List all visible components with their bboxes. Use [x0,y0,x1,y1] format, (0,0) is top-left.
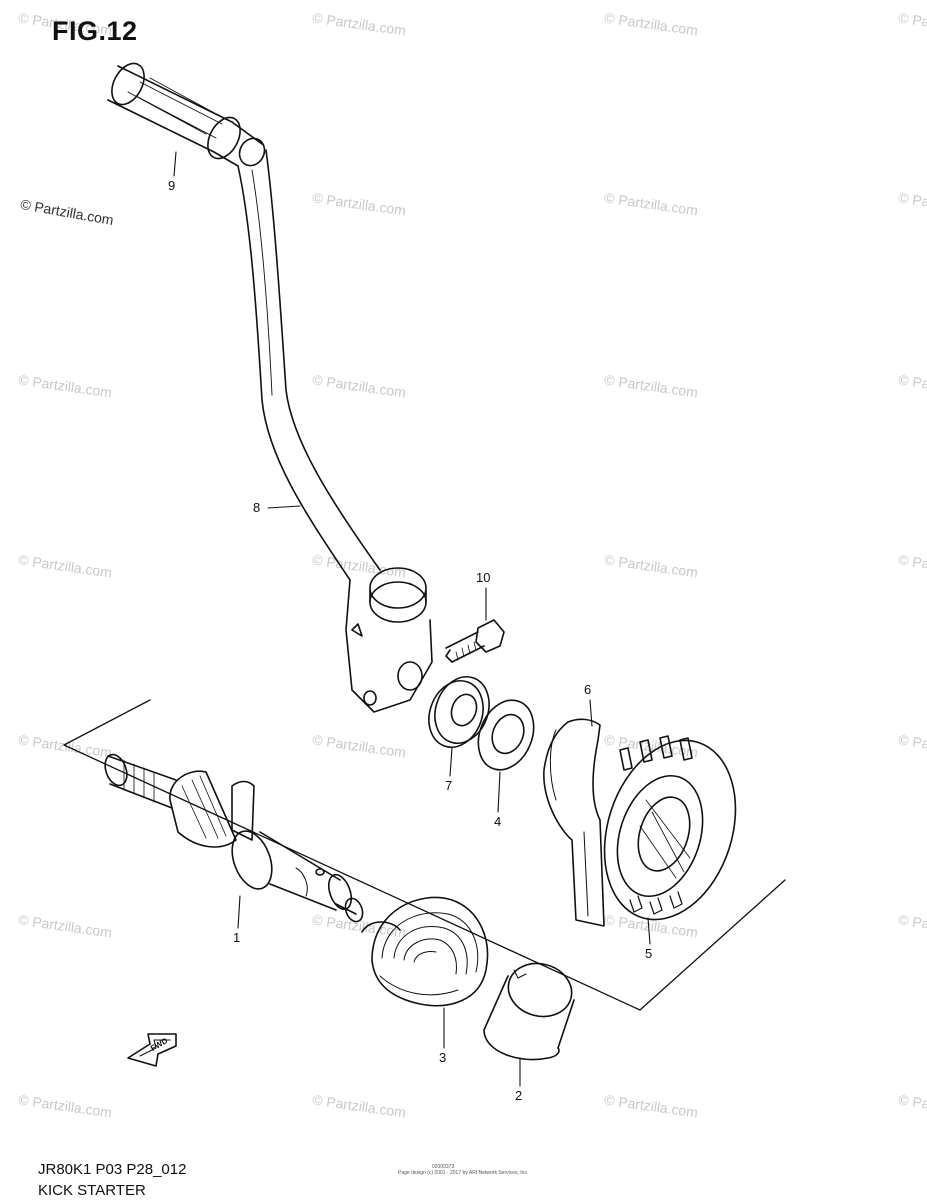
fwd-arrow [127,1033,177,1067]
part-1-kick-shaft [104,753,364,923]
callout-5: 5 [645,946,653,961]
callout-9: 9 [168,178,176,193]
part-4-washer [477,699,535,771]
footer-copyright: Page design (c) 2001 - 2017 by ARI Netwo… [398,1170,529,1176]
leader-lines [173,151,651,1087]
footer-diagram-title: KICK STARTER [38,1182,146,1199]
part-5-ratchet-gear [603,735,737,921]
callout-1: 1 [233,930,241,945]
callout-3: 3 [439,1050,447,1065]
assembly-bracket [63,699,786,1011]
part-9-grip [107,62,266,167]
callout-7: 7 [445,778,453,793]
callout-8: 8 [253,500,261,515]
callout-10: 10 [476,570,491,585]
footer-small-code: 02000373 [432,1164,455,1170]
part-6-spring-guide [543,718,605,927]
figure-title: FIG.12 [52,16,138,46]
callout-6: 6 [584,682,592,697]
callout-4: 4 [494,814,502,829]
footer-diagram-code: JR80K1 P03 P28_012 [38,1161,187,1178]
part-7-oil-seal [428,676,490,748]
part-2-spacer [483,962,575,1061]
part-10-bolt [445,619,505,663]
callout-2: 2 [515,1088,523,1103]
part-3-return-spring [361,896,489,1007]
part-8-kick-lever [237,149,433,713]
